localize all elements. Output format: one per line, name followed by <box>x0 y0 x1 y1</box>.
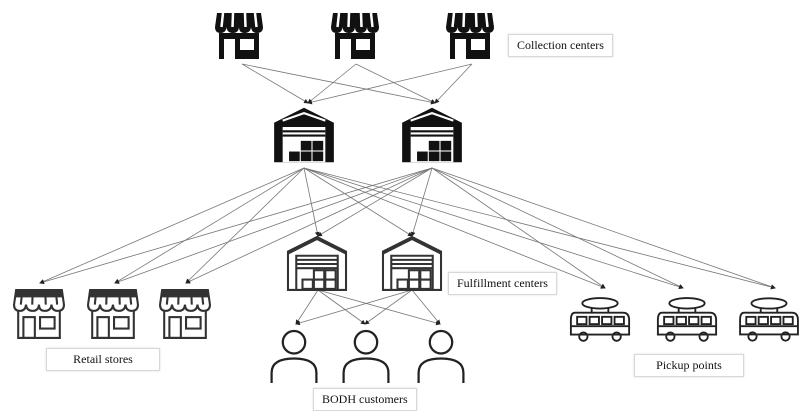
pickup-points-label: Pickup points <box>634 354 744 377</box>
retail-stores-label: Retail stores <box>46 348 160 371</box>
fulfillment-warehouse-icon <box>381 236 443 291</box>
fulfillment-centers-label: Fulfillment centers <box>448 272 557 295</box>
van-icon <box>569 297 631 342</box>
warehouse-icon <box>273 106 335 164</box>
store-icon <box>445 11 495 61</box>
warehouses <box>273 106 463 164</box>
store-icon <box>12 288 66 339</box>
person-icon <box>270 329 318 384</box>
collection-centers <box>214 11 495 61</box>
connector-arrows <box>39 63 776 326</box>
customers <box>270 329 465 384</box>
fulfillment-centers <box>286 236 443 291</box>
warehouse-icon <box>401 106 463 164</box>
person-icon <box>342 329 390 384</box>
bodh-customers-label: BODH customers <box>313 388 417 411</box>
person-icon <box>417 329 465 384</box>
pickup-points <box>569 297 799 342</box>
van-icon <box>656 297 718 342</box>
store-icon <box>158 288 212 339</box>
fulfillment-warehouse-icon <box>286 236 348 291</box>
van-icon <box>739 297 799 342</box>
store-icon <box>214 11 264 61</box>
collection-centers-label: Collection centers <box>508 34 613 57</box>
store-icon <box>86 288 140 339</box>
retail-stores <box>12 288 212 339</box>
store-icon <box>330 11 380 61</box>
